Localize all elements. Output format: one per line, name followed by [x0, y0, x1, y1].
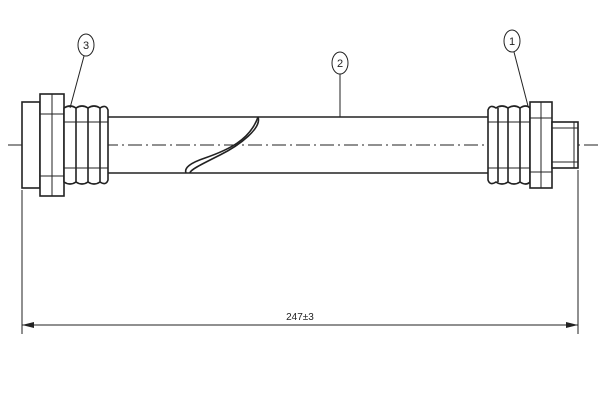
right-fitting — [487, 101, 579, 189]
hose-tube — [106, 116, 488, 174]
callout-3: 3 — [69, 33, 95, 109]
callout-2-label: 2 — [337, 58, 343, 70]
callout-3-label: 3 — [83, 40, 89, 52]
callout-2: 2 — [331, 51, 349, 117]
callout-1: 1 — [503, 29, 529, 107]
callout-1-label: 1 — [509, 36, 515, 48]
length-dimension-value: 247±3 — [286, 312, 314, 323]
length-dimension: 247±3 — [21, 170, 579, 334]
left-fitting — [21, 93, 109, 197]
